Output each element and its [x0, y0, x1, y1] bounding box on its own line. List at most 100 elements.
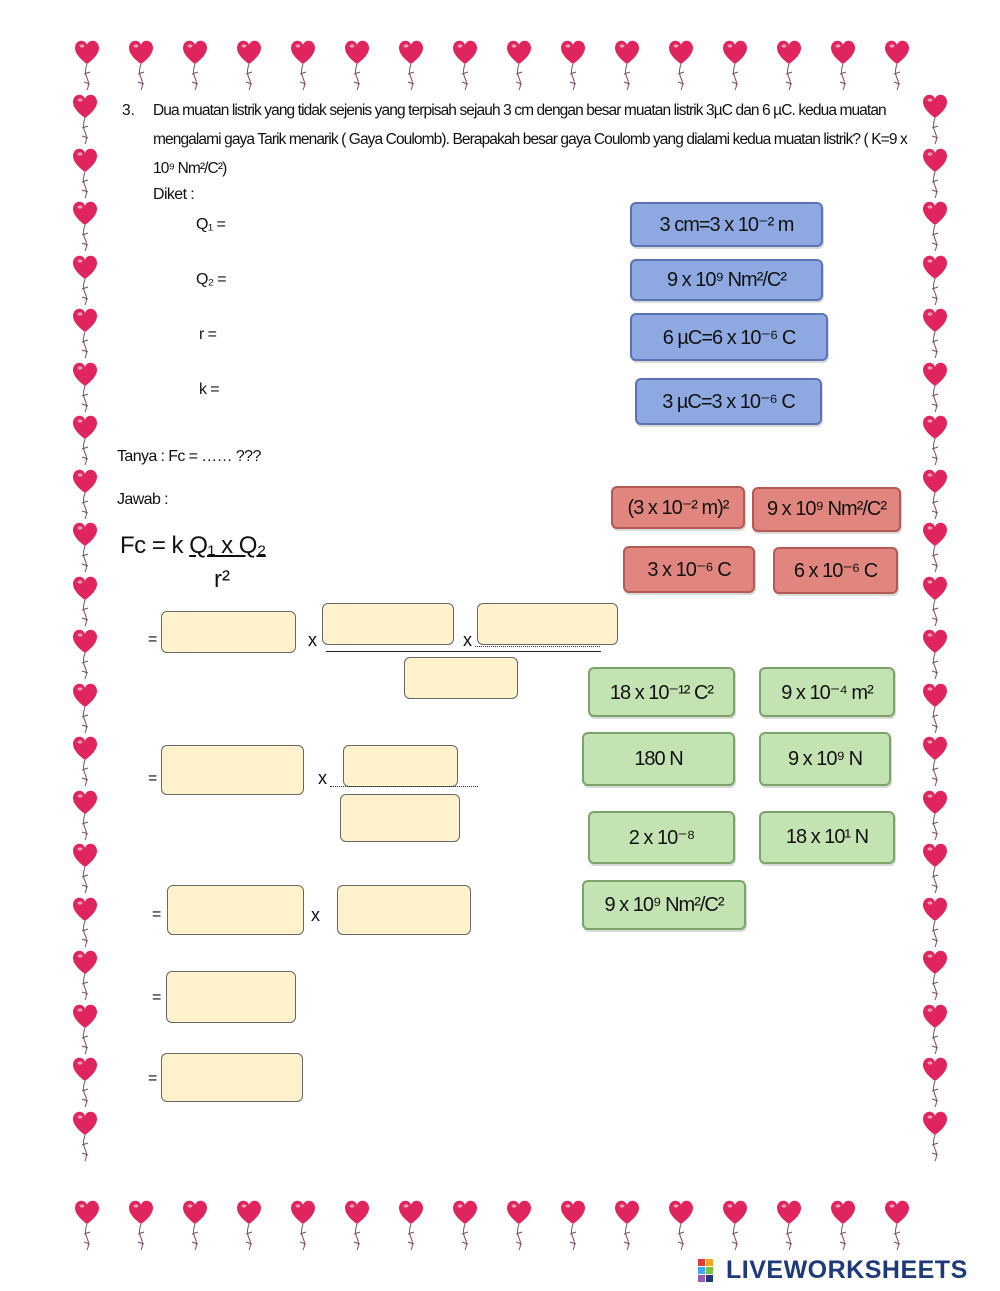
tile-q2-value[interactable]: 6 x 10⁻⁶ C [773, 547, 898, 594]
tile-k-constant-green[interactable]: 9 x 10⁹ Nm²/C² [582, 880, 746, 930]
equals-sign: = [152, 989, 162, 1006]
heart-balloon-icon [70, 306, 100, 366]
heart-balloon-icon [72, 1198, 102, 1258]
heart-balloon-icon [920, 1055, 950, 1115]
heart-balloon-icon [126, 38, 156, 98]
tile-charge-6uc[interactable]: 6 µC=6 x 10⁻⁶ C [630, 313, 828, 361]
question-text: Dua muatan listrik yang tidak sejenis ya… [153, 102, 908, 177]
heart-balloon-icon [504, 38, 534, 98]
answer-box-3b[interactable] [337, 885, 471, 935]
heart-balloon-icon [920, 413, 950, 473]
heart-balloon-icon [70, 627, 100, 687]
heart-balloon-icon [920, 895, 950, 955]
heart-balloon-icon [920, 1109, 950, 1169]
heart-balloon-icon [920, 788, 950, 848]
tile-180n[interactable]: 180 N [582, 732, 735, 786]
heart-balloon-icon [920, 841, 950, 901]
tile-constant-k[interactable]: 9 x 10⁹ Nm²/C² [630, 259, 823, 301]
liveworksheets-logo[interactable]: LIVEWORKSHEETS [698, 1256, 968, 1285]
heart-balloon-icon [180, 1198, 210, 1258]
heart-balloon-icon [828, 1198, 858, 1258]
diket-k-label: k = [199, 381, 220, 398]
heart-balloon-icon [504, 1198, 534, 1258]
answer-box-2a[interactable] [161, 745, 304, 795]
formula-lhs: Fc = k [120, 532, 184, 559]
answer-box-2b[interactable] [343, 745, 458, 787]
tile-9x10-9n[interactable]: 9 x 10⁹ N [759, 732, 891, 786]
heart-balloon-icon [70, 1109, 100, 1169]
heart-balloon-icon [180, 38, 210, 98]
times-sign: x [463, 630, 472, 650]
liveworksheets-logo-icon [698, 1258, 713, 1282]
heart-balloon-icon [612, 38, 642, 98]
heart-balloon-icon [920, 574, 950, 634]
heart-balloon-icon [920, 199, 950, 259]
heart-balloon-icon [666, 38, 696, 98]
heart-balloon-icon [234, 1198, 264, 1258]
heart-balloon-icon [920, 948, 950, 1008]
formula-denominator: r² [214, 566, 230, 593]
heart-balloon-icon [70, 92, 100, 152]
answer-box-1b[interactable] [322, 603, 454, 645]
tile-charge-product[interactable]: 18 x 10⁻¹² C² [588, 667, 735, 717]
heart-balloon-icon [882, 1198, 912, 1258]
jawab-label: Jawab : [117, 491, 169, 508]
tile-r-squared[interactable]: (3 x 10⁻² m)² [611, 486, 745, 529]
heart-balloon-icon [70, 1055, 100, 1115]
heart-balloon-icon [70, 199, 100, 259]
answer-box-1a[interactable] [161, 611, 296, 653]
tile-distance[interactable]: 3 cm=3 x 10⁻² m [630, 202, 823, 247]
heart-balloon-icon [920, 306, 950, 366]
tile-charge-3uc[interactable]: 3 µC=3 x 10⁻⁶ C [635, 378, 822, 425]
formula-numerator: Q₁ x Q₂ [189, 532, 266, 559]
heart-balloon-icon [70, 413, 100, 473]
liveworksheets-logo-text: LIVEWORKSHEETS [726, 1256, 968, 1284]
heart-balloon-icon [70, 681, 100, 741]
heart-balloon-icon [666, 1198, 696, 1258]
heart-balloon-icon [288, 38, 318, 98]
heart-balloon-icon [920, 253, 950, 313]
fraction-line [326, 651, 601, 652]
heart-balloon-icon [450, 38, 480, 98]
heart-balloon-icon [920, 681, 950, 741]
heart-balloon-icon [882, 38, 912, 98]
heart-balloon-icon [612, 1198, 642, 1258]
dotted-line [330, 786, 478, 787]
answer-box-2c[interactable] [340, 794, 460, 842]
times-sign: x [311, 905, 320, 925]
heart-balloon-icon [70, 146, 100, 206]
heart-balloon-icon [396, 1198, 426, 1258]
heart-balloon-icon [558, 38, 588, 98]
heart-balloon-icon [70, 734, 100, 794]
question-number: 3. [122, 102, 135, 119]
heart-balloon-icon [920, 734, 950, 794]
answer-box-5[interactable] [161, 1053, 303, 1102]
heart-balloon-icon [70, 895, 100, 955]
tile-r-squared-value[interactable]: 9 x 10⁻⁴ m² [759, 667, 895, 717]
heart-balloon-icon [126, 1198, 156, 1258]
answer-box-1d[interactable] [404, 657, 518, 699]
heart-balloon-icon [342, 38, 372, 98]
heart-balloon-icon [920, 92, 950, 152]
tile-2x10-8[interactable]: 2 x 10⁻⁸ [588, 811, 735, 864]
heart-balloon-icon [72, 38, 102, 98]
answer-box-3a[interactable] [167, 885, 304, 935]
heart-balloon-icon [288, 1198, 318, 1258]
answer-box-4[interactable] [166, 971, 296, 1023]
tile-q1-value[interactable]: 3 x 10⁻⁶ C [623, 546, 755, 593]
heart-balloon-icon [920, 467, 950, 527]
heart-balloon-icon [70, 360, 100, 420]
heart-balloon-icon [920, 1002, 950, 1062]
dotted-line [475, 646, 600, 647]
heart-balloon-icon [70, 520, 100, 580]
tile-18x10-1n[interactable]: 18 x 10¹ N [759, 811, 895, 864]
heart-balloon-icon [920, 627, 950, 687]
tile-k-value[interactable]: 9 x 10⁹ Nm²/C² [752, 487, 901, 532]
diket-title: Diket : [153, 186, 195, 203]
heart-balloon-icon [396, 38, 426, 98]
heart-balloon-icon [70, 788, 100, 848]
heart-balloon-icon [70, 574, 100, 634]
answer-box-1c[interactable] [477, 603, 618, 645]
heart-balloon-icon [234, 38, 264, 98]
heart-balloon-icon [70, 253, 100, 313]
